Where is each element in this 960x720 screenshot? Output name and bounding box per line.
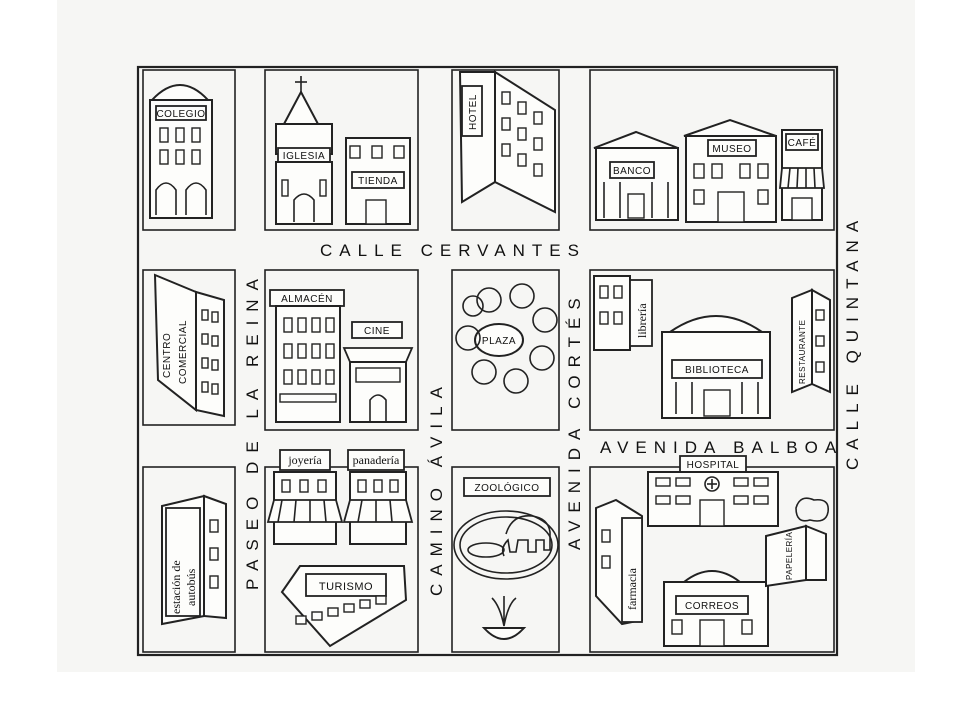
libreria-label: librería: [635, 303, 649, 338]
papeleria-building: PAPELERÍA: [765, 497, 830, 588]
restaurante-building: RESTAURANTE: [791, 288, 831, 394]
correos-label: CORREOS: [685, 601, 739, 612]
block-outlines: [142, 69, 835, 653]
biblioteca-building: BIBLIOTECA: [661, 315, 771, 419]
almacen-label: ALMACÉN: [281, 292, 333, 305]
hospital-label: HOSPITAL: [687, 460, 740, 471]
cafe-label: CAFÉ: [788, 136, 817, 149]
zoologico: ZOOLÓGICO: [453, 477, 559, 580]
tienda-building: TIENDA: [345, 137, 411, 225]
cine-label: CINE: [364, 326, 390, 337]
iglesia-building: IGLESIA: [275, 76, 333, 225]
banco-building: BANCO: [593, 130, 679, 221]
cafe-building: CAFÉ: [779, 129, 825, 221]
estacion-label-1: estación de: [169, 560, 183, 614]
zoologico-label: ZOOLÓGICO: [474, 481, 539, 494]
plaza-label: PLAZA: [482, 336, 516, 347]
museo-building: MUSEO: [683, 118, 777, 223]
hospital-building: HOSPITAL: [647, 455, 779, 527]
biblioteca-label: BIBLIOTECA: [685, 365, 749, 376]
papeleria-label: PAPELERÍA: [785, 531, 794, 580]
colegio-building: COLEGIO: [149, 84, 213, 219]
elephant-icon: [501, 515, 551, 557]
correos-building: CORREOS: [663, 570, 769, 647]
libreria-building: librería: [593, 275, 653, 351]
street-calle-cervantes: CALLE CERVANTES: [320, 241, 586, 260]
turismo-label: TURISMO: [319, 581, 373, 593]
banco-label: BANCO: [613, 166, 651, 177]
museo-label: MUSEO: [712, 144, 751, 155]
farmacia-label: farmacia: [625, 567, 639, 610]
street-avenida-cortes: AVENIDA CORTÉS: [565, 290, 584, 550]
estacion-autobus-building: estación de autobús: [161, 494, 227, 626]
map-border: [136, 65, 839, 657]
turismo-building: TURISMO: [280, 565, 408, 648]
centro-label-2: COMERCIAL: [178, 320, 189, 384]
estacion-label-2: autobús: [184, 568, 198, 606]
tree-icon: [795, 497, 830, 522]
street-camino-avila: CAMINO ÁVILA: [427, 379, 446, 596]
iglesia-label: IGLESIA: [283, 151, 325, 162]
street-paseo-de-la-reina: PASEO DE LA REINA: [243, 270, 262, 590]
almacen-building: ALMACÉN: [269, 289, 345, 423]
hotel-label: HOTEL: [468, 94, 479, 130]
panaderia-label: panadería: [353, 453, 400, 467]
hotel-building: HOTEL: [458, 70, 556, 214]
plaza: PLAZA: [455, 283, 558, 394]
farmacia-building: farmacia: [595, 498, 643, 626]
restaurante-label: RESTAURANTE: [798, 320, 807, 384]
joyeria-building: joyería: [266, 449, 344, 545]
panaderia-building: panadería: [342, 449, 414, 545]
centro-label-1: CENTRO: [162, 333, 173, 378]
centro-comercial-building: CENTRO COMERCIAL: [153, 273, 225, 418]
fountain-icon: [481, 596, 527, 640]
plaza-trees: [455, 283, 558, 394]
tienda-label: TIENDA: [358, 176, 398, 187]
cine-building: CINE: [342, 321, 414, 423]
street-calle-quintana: CALLE QUINTANA: [843, 213, 862, 470]
street-avenida-balboa: AVENIDA BALBOA: [600, 438, 843, 457]
colegio-label: COLEGIO: [156, 109, 205, 120]
joyeria-label: joyería: [287, 453, 322, 467]
